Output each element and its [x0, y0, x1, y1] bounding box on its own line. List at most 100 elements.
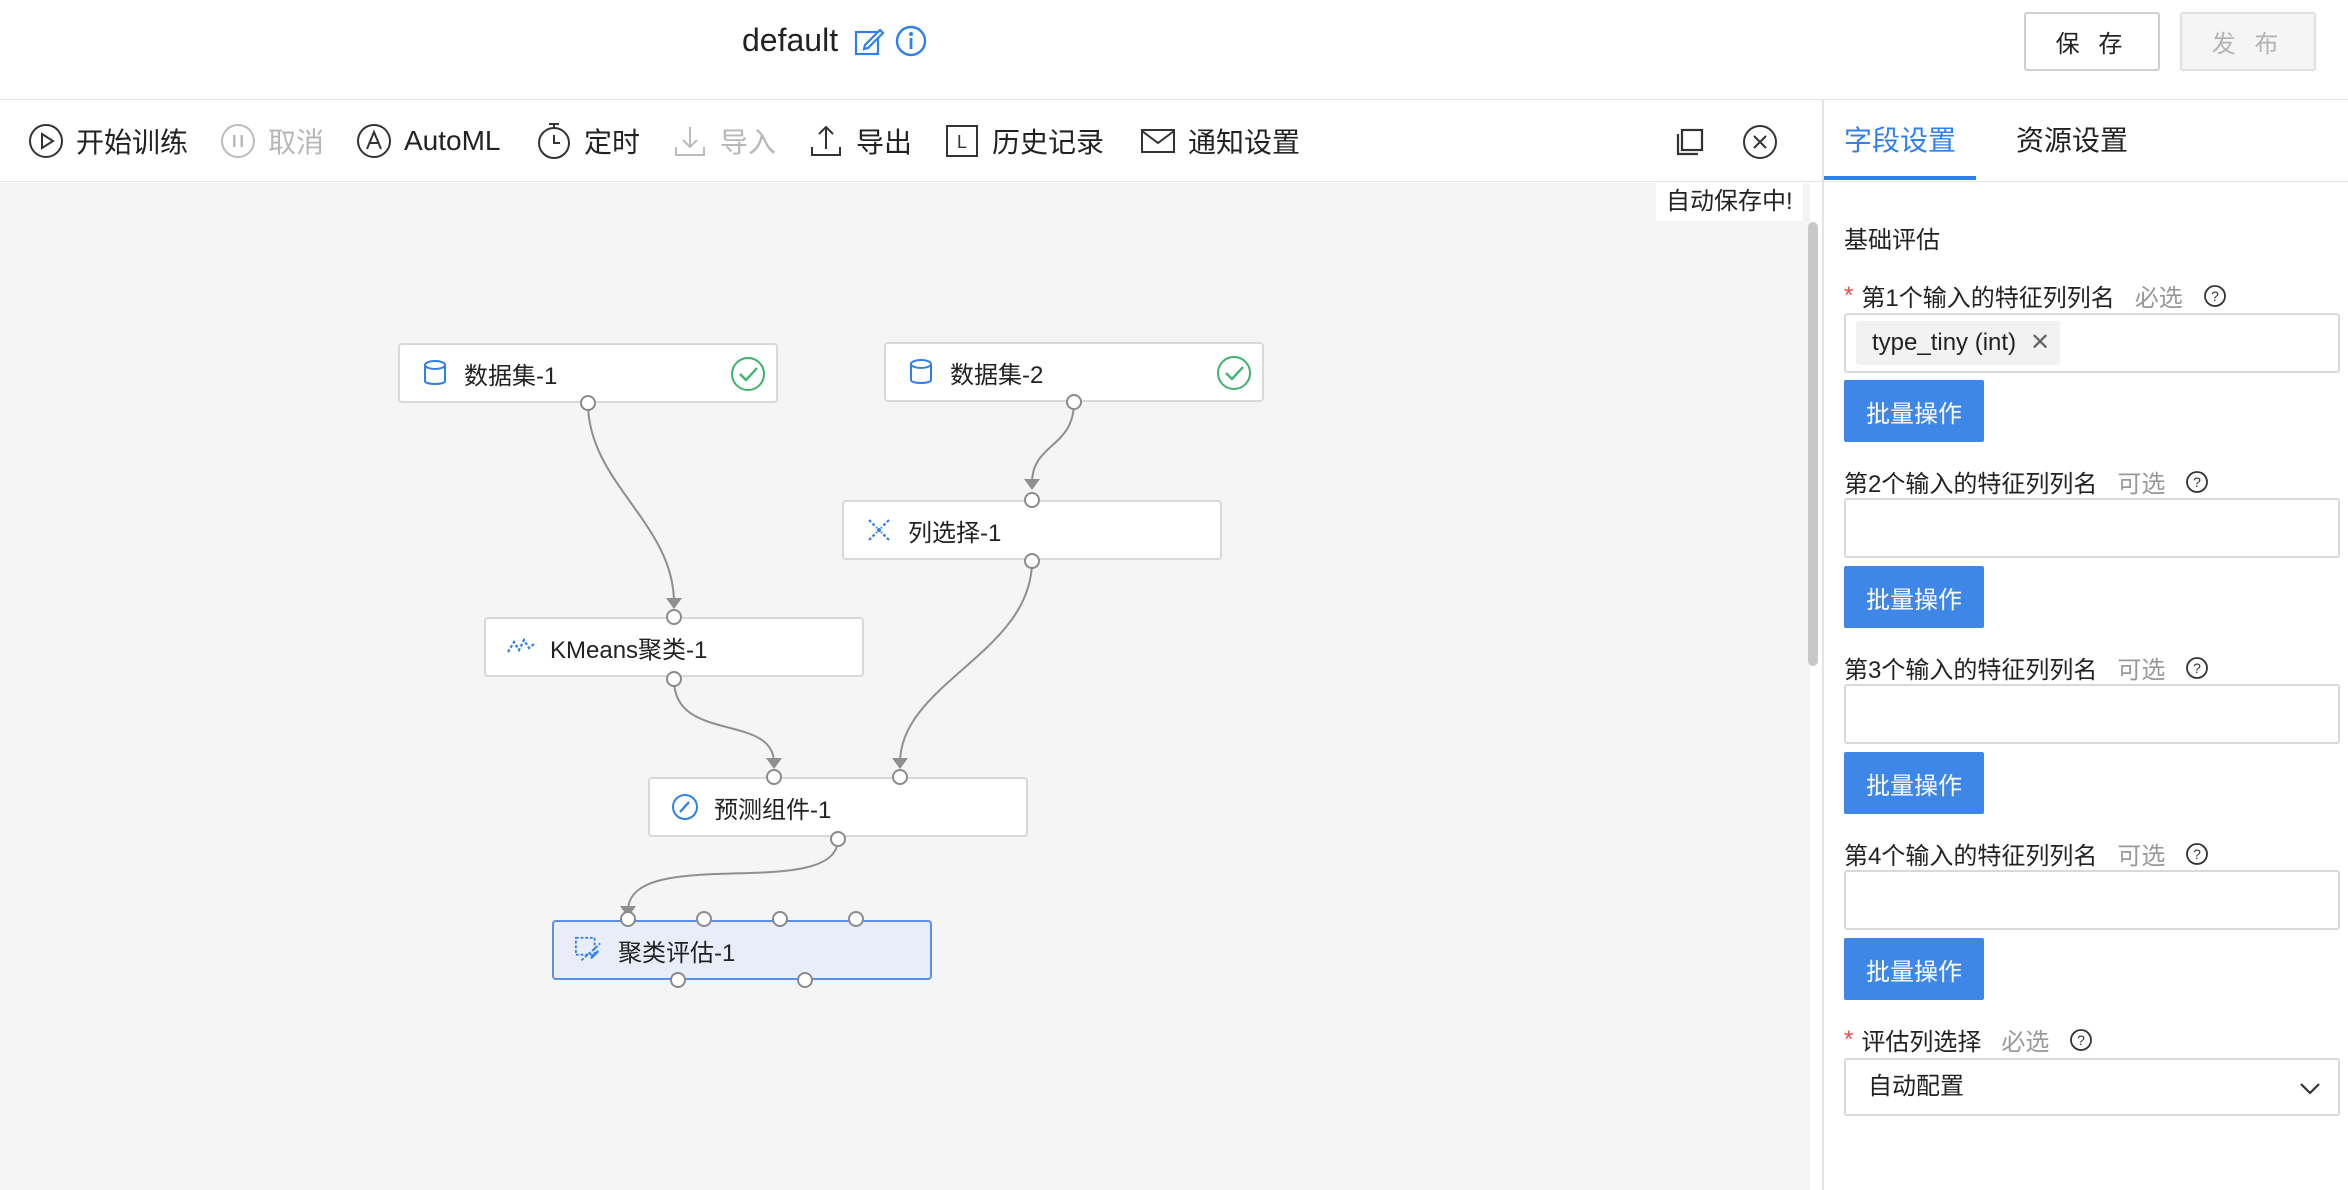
- output-port[interactable]: [797, 972, 813, 988]
- eval-column-label: 评估列选择: [1861, 1029, 1982, 1056]
- help-icon[interactable]: ?: [2185, 470, 2209, 494]
- arrow-predict-left: [766, 758, 782, 769]
- start-training-button[interactable]: 开始训练: [28, 100, 188, 182]
- eval-column-label-row: * 评估列选择 必选 ?: [1844, 1022, 2093, 1057]
- notify-settings-label: 通知设置: [1188, 127, 1301, 158]
- required-mark: *: [1844, 1025, 1854, 1053]
- field-4-hint: 可选: [2117, 843, 2166, 870]
- bulk-operation-button-4[interactable]: 批量操作: [1844, 938, 1984, 1000]
- help-icon[interactable]: ?: [2069, 1028, 2093, 1052]
- edge-kmeans-predict: [673, 679, 775, 764]
- chevron-down-icon: [2300, 1083, 2320, 1095]
- publish-button[interactable]: 发 布: [2180, 12, 2316, 71]
- field-2-label: 第2个输入的特征列列名: [1844, 471, 2098, 498]
- help-icon[interactable]: ?: [2203, 284, 2227, 308]
- cluster-algorithm-icon: [506, 632, 536, 662]
- pipeline-canvas[interactable]: 数据集-1 数据集-2 列选择-1 KMeans聚类-1 预测组件-1: [0, 183, 1810, 1190]
- notify-settings-button[interactable]: 通知设置: [1140, 100, 1300, 182]
- timer-icon: [538, 123, 570, 159]
- toolbar: 开始训练 取消 AutoML 定时 导入 导出: [0, 100, 1822, 182]
- tag-remove-icon[interactable]: ✕: [2029, 329, 2051, 356]
- active-tab-indicator: [1824, 176, 1976, 180]
- output-port[interactable]: [830, 831, 846, 847]
- column-select-icon: [864, 515, 894, 545]
- edge-dataset2-colselect: [1031, 401, 1075, 484]
- input-port[interactable]: [1024, 492, 1040, 508]
- bulk-operation-button-3[interactable]: 批量操作: [1844, 752, 1984, 814]
- edit-icon[interactable]: [852, 24, 886, 58]
- help-icon[interactable]: ?: [2185, 842, 2209, 866]
- help-mark: ?: [2193, 660, 2201, 676]
- field-1-hint: 必选: [2134, 285, 2183, 312]
- history-button[interactable]: L 历史记录: [944, 100, 1104, 182]
- required-mark: *: [1844, 281, 1854, 309]
- node-label: KMeans聚类-1: [550, 636, 708, 664]
- history-icon-letter: L: [957, 132, 967, 152]
- cancel-button[interactable]: 取消: [220, 100, 324, 182]
- import-label: 导入: [720, 127, 777, 158]
- export-icon: [811, 125, 841, 156]
- output-port[interactable]: [666, 671, 682, 687]
- bulk-operation-button-1[interactable]: 批量操作: [1844, 380, 1984, 442]
- node-dataset-2[interactable]: 数据集-2: [884, 342, 1264, 402]
- eval-column-hint: 必选: [2001, 1029, 2050, 1056]
- help-mark: ?: [2077, 1032, 2085, 1048]
- output-port[interactable]: [580, 395, 596, 411]
- copy-icon[interactable]: [1672, 124, 1708, 160]
- output-port[interactable]: [1024, 553, 1040, 569]
- feature-column-4-input[interactable]: [1844, 870, 2340, 930]
- tab-field-settings[interactable]: 字段设置: [1844, 125, 1957, 156]
- tab-resource-settings[interactable]: 资源设置: [2016, 125, 2129, 156]
- node-label: 聚类评估-1: [618, 939, 736, 967]
- eval-column-select[interactable]: 自动配置: [1844, 1058, 2340, 1116]
- import-button[interactable]: 导入: [672, 100, 776, 182]
- info-icon[interactable]: [894, 24, 928, 58]
- field-3-label-row: 第3个输入的特征列列名 可选 ?: [1844, 650, 2209, 685]
- export-button[interactable]: 导出: [808, 100, 912, 182]
- input-port[interactable]: [666, 609, 682, 625]
- input-port[interactable]: [892, 769, 908, 785]
- input-port[interactable]: [766, 769, 782, 785]
- edge-predict-eval: [627, 838, 839, 912]
- database-icon: [906, 357, 936, 387]
- mail-icon: [1141, 129, 1175, 153]
- export-label: 导出: [856, 127, 913, 158]
- pause-icon: [221, 124, 255, 158]
- schedule-button[interactable]: 定时: [536, 100, 640, 182]
- node-cluster-evaluation[interactable]: 聚类评估-1: [552, 920, 932, 980]
- save-button[interactable]: 保 存: [2024, 12, 2160, 71]
- field-3-label: 第3个输入的特征列列名: [1844, 657, 2098, 684]
- input-port[interactable]: [620, 911, 636, 927]
- node-kmeans[interactable]: KMeans聚类-1: [484, 617, 864, 677]
- automl-button[interactable]: AutoML: [356, 100, 501, 182]
- bulk-operation-button-2[interactable]: 批量操作: [1844, 566, 1984, 628]
- input-port[interactable]: [848, 911, 864, 927]
- node-label: 数据集-2: [950, 361, 1044, 389]
- database-icon: [420, 358, 450, 388]
- arrow-predict-right: [892, 758, 908, 769]
- output-port[interactable]: [1066, 394, 1082, 410]
- play-icon: [29, 124, 63, 158]
- tag-label: type_tiny (int): [1872, 329, 2017, 356]
- automl-icon: [357, 124, 391, 158]
- feature-column-3-input[interactable]: [1844, 684, 2340, 744]
- canvas-scrollbar[interactable]: [1808, 222, 1818, 666]
- input-port[interactable]: [696, 911, 712, 927]
- node-dataset-1[interactable]: 数据集-1: [398, 343, 778, 403]
- node-label: 数据集-1: [464, 362, 558, 390]
- gauge-icon: [670, 792, 700, 822]
- output-port[interactable]: [670, 972, 686, 988]
- close-icon[interactable]: [1742, 124, 1778, 160]
- top-header: default 保 存 发 布: [0, 0, 2348, 100]
- feature-column-2-input[interactable]: [1844, 498, 2340, 558]
- feature-column-1-input[interactable]: type_tiny (int) ✕: [1844, 313, 2340, 373]
- settings-panel: 字段设置 资源设置 基础评估 * 第1个输入的特征列列名 必选 ? type_t…: [1822, 100, 2348, 1190]
- help-icon[interactable]: ?: [2185, 656, 2209, 680]
- section-title: 基础评估: [1844, 227, 1940, 254]
- field-2-label-row: 第2个输入的特征列列名 可选 ?: [1844, 464, 2209, 499]
- evaluation-icon: [574, 935, 604, 965]
- input-port[interactable]: [772, 911, 788, 927]
- node-predict[interactable]: 预测组件-1: [648, 777, 1028, 837]
- check-circle-icon: [1217, 356, 1251, 390]
- node-column-select[interactable]: 列选择-1: [842, 500, 1222, 560]
